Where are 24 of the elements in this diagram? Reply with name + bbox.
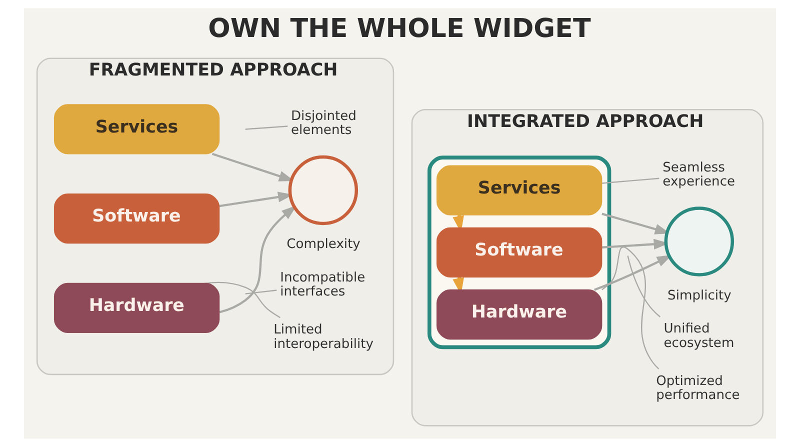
- node-text: Optimized performance: [656, 374, 740, 404]
- node-label: Complexity: [286, 237, 360, 252]
- cluster: [428, 156, 612, 350]
- node-text: Incompatible interfaces: [280, 270, 366, 300]
- node-text: Disjointed elements: [291, 109, 356, 138]
- node-box: Software: [436, 227, 602, 278]
- node-box: Services: [54, 104, 220, 154]
- node-circle: [664, 206, 734, 276]
- arrow: [219, 205, 297, 314]
- node-box: Hardware: [436, 289, 602, 340]
- node-box: Software: [54, 194, 220, 244]
- node-box: Hardware: [54, 282, 220, 334]
- diagram-title: OWN THE WHOLE WIDGET: [208, 14, 591, 44]
- connector: [245, 290, 277, 294]
- node-text: Unified ecosystem: [664, 322, 734, 351]
- connector: [627, 256, 661, 318]
- node-label: Simplicity: [668, 288, 732, 304]
- node-box: Services: [436, 165, 602, 216]
- node-circle: [288, 155, 358, 226]
- connector: [602, 178, 660, 184]
- connector: [602, 246, 660, 370]
- node-text: Seamless experience: [662, 160, 736, 190]
- connector: [245, 126, 288, 130]
- node-text: Limited interoperability: [274, 322, 374, 352]
